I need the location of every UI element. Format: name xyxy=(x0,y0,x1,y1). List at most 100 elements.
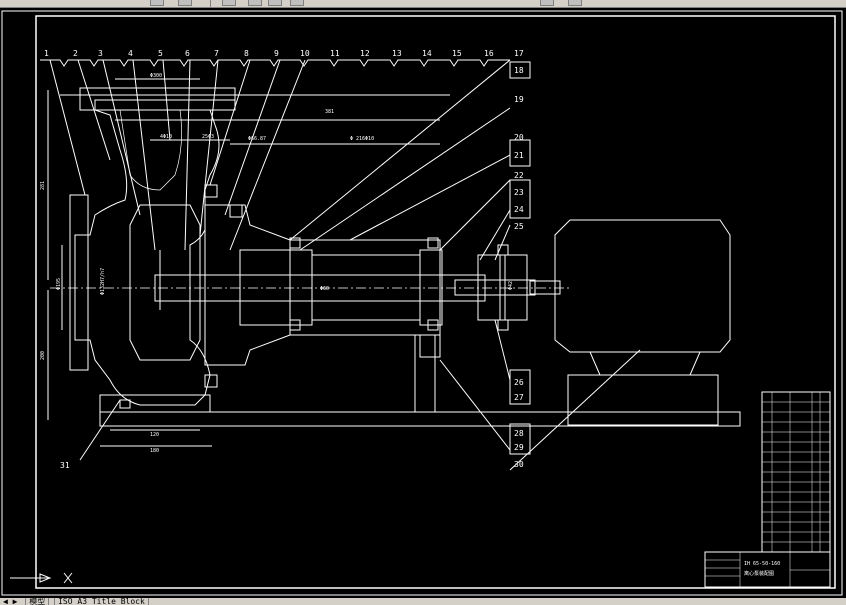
dimension-text: 180 xyxy=(150,448,159,454)
callout-number: 11 xyxy=(330,49,340,58)
callout-number: 21 xyxy=(514,151,524,160)
bolt xyxy=(427,319,439,331)
baseplate xyxy=(99,411,741,427)
pump-cover xyxy=(204,204,291,366)
bolt xyxy=(289,237,301,249)
bolt xyxy=(497,319,509,331)
callout-number: 20 xyxy=(514,133,524,142)
leader xyxy=(299,107,511,251)
leader xyxy=(102,59,141,216)
motor-foot xyxy=(689,351,701,376)
coupling-right xyxy=(504,254,528,321)
callout-number: 25 xyxy=(514,222,524,231)
dimension-text: Φ66.87 xyxy=(248,136,266,142)
suction-flange xyxy=(69,194,89,371)
callout-number: 12 xyxy=(360,49,370,58)
callout-number: 31 xyxy=(60,461,70,470)
support-boss xyxy=(419,334,441,358)
seal-gland xyxy=(239,249,291,326)
toolbar-icon[interactable] xyxy=(540,0,554,6)
toolbar-strip xyxy=(0,0,846,8)
leader xyxy=(439,179,511,251)
callout-number: 16 xyxy=(484,49,494,58)
leader xyxy=(49,59,86,196)
callout-number: 7 xyxy=(214,49,219,58)
leader xyxy=(229,59,306,251)
callout-number: 3 xyxy=(98,49,103,58)
bolt xyxy=(427,237,439,249)
dimension-text: 25Φ3 xyxy=(202,134,214,140)
pump-volute xyxy=(74,99,236,406)
outer-frame xyxy=(1,10,843,596)
callout-numbers-right: 18 19 20 21 22 23 24 25 26 27 28 29 30 xyxy=(514,66,524,469)
leader xyxy=(479,209,511,261)
callout-number: 27 xyxy=(514,393,524,402)
callout-number: 5 xyxy=(158,49,163,58)
drawing-element xyxy=(509,61,531,79)
callout-number: 10 xyxy=(300,49,310,58)
callout-number: 28 xyxy=(514,429,524,438)
dimension-text: 281 xyxy=(40,181,46,190)
callout-number: 13 xyxy=(392,49,402,58)
leader xyxy=(439,359,511,451)
dimension-text: 120 xyxy=(150,432,159,438)
toolbar-separator xyxy=(210,0,211,7)
callout-number: 30 xyxy=(514,460,524,469)
callout-number: 8 xyxy=(244,49,249,58)
callout-number: 9 xyxy=(274,49,279,58)
callout-number: 4 xyxy=(128,49,133,58)
callout-number: 19 xyxy=(514,95,524,104)
motor-shaft xyxy=(529,280,561,295)
leader-zigzag xyxy=(40,59,510,67)
callout-number: 2 xyxy=(73,49,78,58)
parts-list-rows xyxy=(762,392,830,552)
leader xyxy=(209,59,251,186)
toolbar-icon[interactable] xyxy=(268,0,282,6)
callout-number: 1 xyxy=(44,49,49,58)
tab-model[interactable]: 模型 xyxy=(25,598,50,605)
volute-hatch xyxy=(119,109,183,191)
bolt xyxy=(204,374,218,388)
tab-layout[interactable]: ISO A3 Title Block xyxy=(54,598,149,605)
leader xyxy=(79,399,121,461)
dimension-text: Φ132H7/h7 xyxy=(100,268,106,295)
leader xyxy=(509,349,641,471)
leader xyxy=(349,154,511,241)
dimension-text: 381 xyxy=(325,109,334,115)
drawing-element xyxy=(509,369,531,405)
layout-tab-strip: ◀ ▶ 模型 ISO A3 Title Block xyxy=(0,598,846,605)
toolbar-icon[interactable] xyxy=(248,0,262,6)
bolt xyxy=(497,244,509,256)
discharge-flange xyxy=(79,87,236,111)
bolt xyxy=(204,184,218,198)
title-block-title: 离心泵装配图 xyxy=(744,570,774,577)
leader xyxy=(289,59,511,241)
dimension-text: Φ300 xyxy=(150,73,162,79)
toolbar-icon[interactable] xyxy=(178,0,192,6)
callout-numbers-top: 1 2 3 4 5 6 7 8 9 10 11 12 13 14 15 16 1… xyxy=(44,49,524,58)
dimension-text: Φ195 xyxy=(56,278,62,290)
leader xyxy=(184,59,191,251)
callout-number: 15 xyxy=(452,49,462,58)
title-block-grid xyxy=(705,552,830,587)
dimension-text: Φ42 xyxy=(508,281,514,290)
toolbar-icon[interactable] xyxy=(222,0,236,6)
dimension-text: Φ60 xyxy=(320,286,329,292)
callout-number: 6 xyxy=(185,49,190,58)
leader xyxy=(132,59,156,251)
bolt xyxy=(289,319,301,331)
leader xyxy=(199,59,219,236)
title-block xyxy=(704,551,831,588)
dimension-text: 200 xyxy=(40,351,46,360)
drawing-element xyxy=(509,179,531,219)
drawing-canvas[interactable]: 1 2 3 4 5 6 7 8 9 10 11 12 13 14 15 16 1… xyxy=(0,7,846,598)
toolbar-icon[interactable] xyxy=(568,0,582,6)
pump-foot xyxy=(99,394,211,413)
title-block-name: IH 65-50-160 xyxy=(744,561,780,567)
callout-number: 23 xyxy=(514,188,524,197)
inner-frame xyxy=(35,15,836,589)
toolbar-icon[interactable] xyxy=(290,0,304,6)
tab-nav-icon[interactable]: ◀ ▶ xyxy=(3,598,18,605)
callout-number: 17 xyxy=(514,49,524,58)
toolbar-icon[interactable] xyxy=(150,0,164,6)
